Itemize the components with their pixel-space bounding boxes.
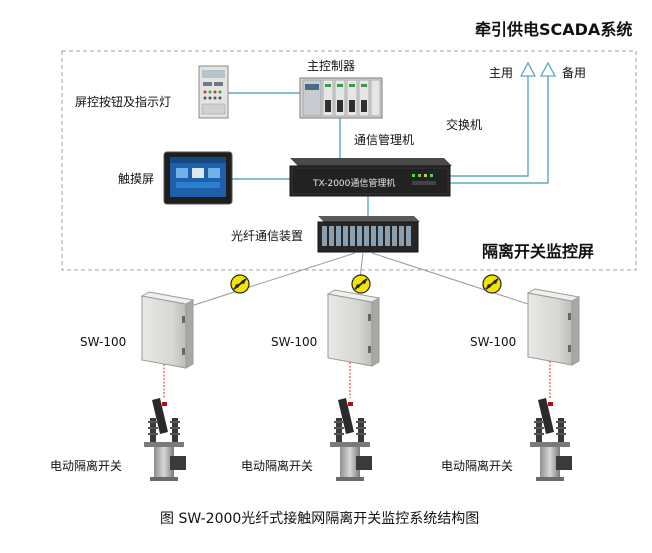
monitor-screen-label: 隔离开关监控屏	[482, 242, 595, 261]
terminal-model-label-3: SW-100	[470, 335, 517, 349]
comm-manager-label: 通信管理机	[354, 133, 415, 147]
terminal-model-label-1: SW-100	[80, 335, 127, 349]
master-controller-icon	[299, 77, 383, 119]
panel-cabinet-icon	[198, 65, 229, 119]
terminal-cabinet-2	[326, 289, 381, 367]
disconnect-switch-1	[144, 398, 186, 481]
disconnect-switch-3	[530, 398, 572, 481]
touch-screen-label: 触摸屏	[118, 172, 155, 186]
comm-links	[228, 76, 549, 216]
fiber-badge-2	[351, 274, 371, 294]
switch-label-1: 电动隔离开关	[50, 459, 123, 473]
comm-manager-device-text: TX-2000通信管理机	[313, 179, 396, 189]
figure-caption: 图 SW-2000光纤式接触网隔离开关监控系统结构图	[160, 511, 480, 527]
terminal-cabinet-1	[140, 291, 195, 369]
disconnect-switch-2	[330, 398, 372, 481]
signal-lines	[163, 361, 551, 398]
link-backup-uplink	[450, 76, 549, 184]
fiber-device-icon	[317, 216, 420, 253]
terminal-model-label-2: SW-100	[271, 335, 318, 349]
backup-use-label: 备用	[562, 66, 587, 80]
master-controller-label: 主控制器	[307, 59, 356, 73]
fiber-badge-1	[230, 274, 250, 294]
panel-buttons-label: 屏控按钮及指示灯	[75, 95, 172, 109]
scada-title: 牵引供电SCADA系统	[475, 20, 633, 39]
monitor-screen-boundary	[61, 50, 637, 271]
link-main-uplink	[450, 76, 529, 177]
main-uplink-arrow	[519, 61, 537, 77]
fiber-device-label: 光纤通信装置	[231, 229, 304, 243]
switch-label: 交换机	[446, 118, 483, 132]
switch-label-2: 电动隔离开关	[241, 459, 314, 473]
fiber-badge-3	[482, 274, 502, 294]
switch-label-3: 电动隔离开关	[441, 459, 514, 473]
touch-screen-icon	[163, 151, 233, 205]
comm-manager-icon	[289, 158, 452, 197]
main-use-label: 主用	[489, 66, 514, 80]
fiber-badges	[230, 274, 502, 294]
backup-uplink-arrow	[539, 61, 557, 77]
terminal-cabinet-3	[526, 288, 581, 366]
